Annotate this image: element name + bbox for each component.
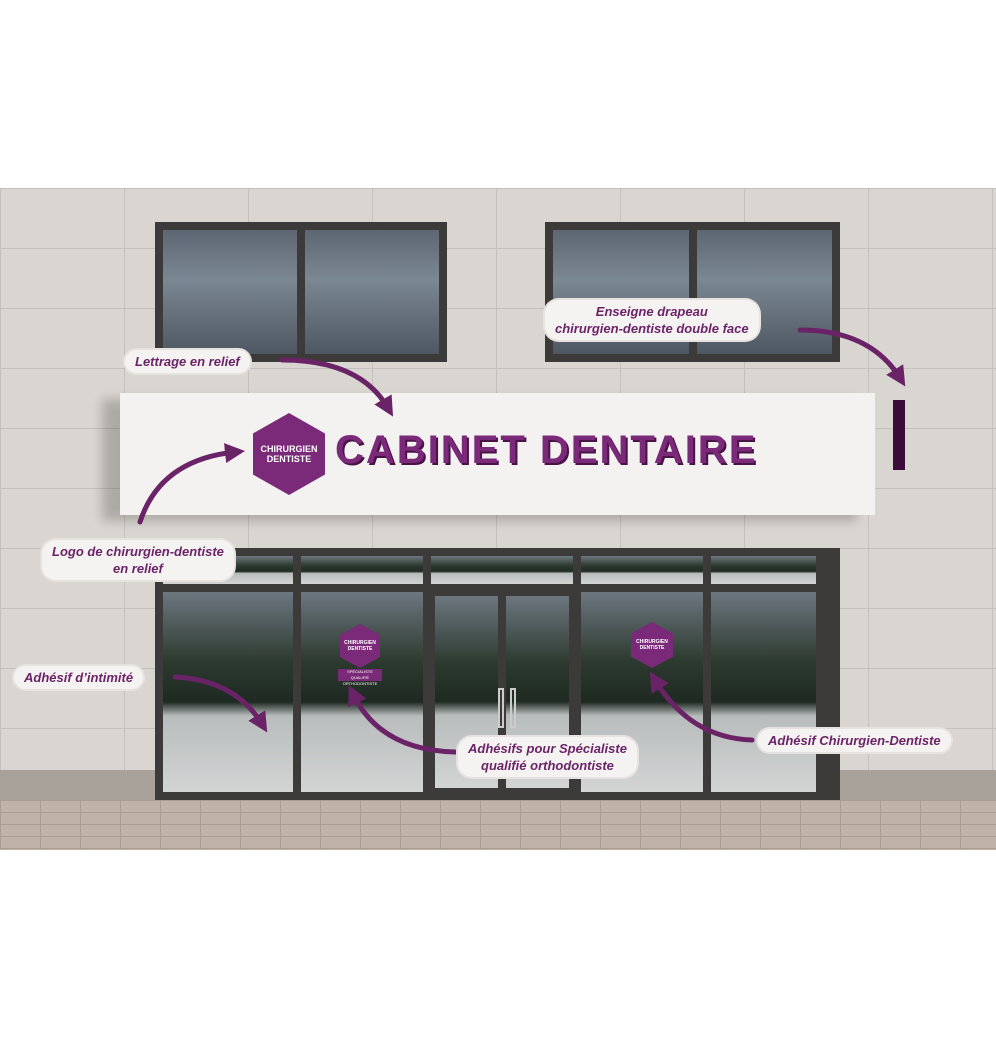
- label-chirurgien: Adhésif Chirurgien-Dentiste: [758, 729, 951, 752]
- label-enseigne-line1: Enseigne drapeau: [595, 304, 708, 319]
- label-logo-line1: Logo de chirurgien-dentiste: [52, 544, 224, 559]
- sign-logo-text: CHIRURGIEN DENTISTE: [260, 444, 318, 464]
- dentist-sticker-text: CHIRURGIEN DENTISTE: [636, 639, 668, 651]
- door-handle-right[interactable]: [510, 688, 516, 728]
- sign-text: CABINET DENTAIRE: [335, 428, 758, 472]
- pavement: [0, 800, 996, 850]
- label-specialiste-line1: Adhésifs pour Spécialiste: [468, 741, 627, 756]
- label-enseigne: Enseigne drapeau chirurgien-dentiste doub…: [545, 300, 759, 340]
- shop-sign: [120, 393, 875, 515]
- label-enseigne-line2: chirurgien-dentiste double face: [555, 321, 749, 336]
- flag-sign: [893, 400, 905, 470]
- label-specialiste: Adhésifs pour Spécialiste qualifié orthod…: [458, 737, 637, 777]
- specialist-sticker-text: SPÉCIALISTE QUALIFIÉ ORTHODONTISTE: [338, 669, 382, 686]
- upper-window-right: [545, 222, 840, 362]
- label-logo: Logo de chirurgien-dentiste en relief: [42, 540, 234, 580]
- label-intimite: Adhésif d’intimité: [14, 666, 144, 689]
- upper-window-left: [155, 222, 447, 362]
- label-specialiste-line2: qualifié orthodontiste: [481, 758, 614, 773]
- door-handle-left[interactable]: [498, 688, 504, 728]
- label-logo-line2: en relief: [113, 561, 163, 576]
- specialist-sticker-logo-text: CHIRURGIEN DENTISTE: [344, 640, 376, 652]
- dentist-sticker: CHIRURGIEN DENTISTE: [631, 622, 673, 668]
- label-lettrage: Lettrage en relief: [125, 350, 250, 373]
